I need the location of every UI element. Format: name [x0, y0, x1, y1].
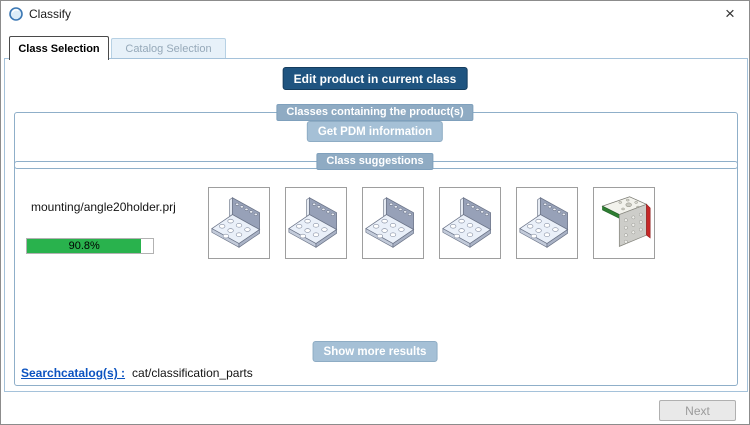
- class-suggestion-thumbnail[interactable]: [516, 187, 578, 259]
- get-pdm-information-button[interactable]: Get PDM information: [306, 121, 444, 142]
- confidence-value-label: 90.8%: [68, 240, 100, 252]
- search-catalog-value: cat/classification_parts: [132, 366, 253, 380]
- angle-bracket-preview-icon: [365, 197, 415, 248]
- angle-bracket-preview-icon: [519, 197, 569, 248]
- angle-bracket-colored-preview-icon: [601, 196, 651, 247]
- suggested-class-name: mounting/angle20holder.prj: [31, 200, 176, 214]
- classify-app-icon: [9, 7, 23, 21]
- window-title: Classify: [29, 7, 72, 21]
- class-suggestion-thumbnails: [208, 187, 655, 259]
- class-suggestion-thumbnail[interactable]: [362, 187, 424, 259]
- class-suggestion-thumbnail[interactable]: [285, 187, 347, 259]
- class-suggestions-legend: Class suggestions: [316, 153, 434, 170]
- angle-bracket-preview-icon: [288, 197, 338, 248]
- close-icon[interactable]: ×: [725, 4, 735, 23]
- confidence-progress-fill: 90.8%: [27, 239, 142, 253]
- class-suggestion-thumbnail[interactable]: [439, 187, 501, 259]
- classes-containing-legend: Classes containing the product(s): [276, 104, 474, 121]
- tab-class-selection[interactable]: Class Selection: [9, 36, 109, 60]
- title-bar: Classify ×: [1, 1, 749, 31]
- next-button[interactable]: Next: [659, 400, 736, 421]
- angle-bracket-preview-icon: [442, 197, 492, 248]
- confidence-progress-bar: 90.8%: [26, 238, 154, 254]
- class-suggestion-thumbnail[interactable]: [208, 187, 270, 259]
- search-catalog-line: Searchcatalog(s) : cat/classification_par…: [21, 366, 253, 380]
- show-more-results-button[interactable]: Show more results: [312, 341, 438, 362]
- angle-bracket-preview-icon: [211, 197, 261, 248]
- tab-catalog-selection[interactable]: Catalog Selection: [111, 38, 226, 59]
- class-suggestion-thumbnail[interactable]: [593, 187, 655, 259]
- edit-product-button[interactable]: Edit product in current class: [282, 67, 468, 90]
- search-catalog-link[interactable]: Searchcatalog(s) :: [21, 366, 126, 380]
